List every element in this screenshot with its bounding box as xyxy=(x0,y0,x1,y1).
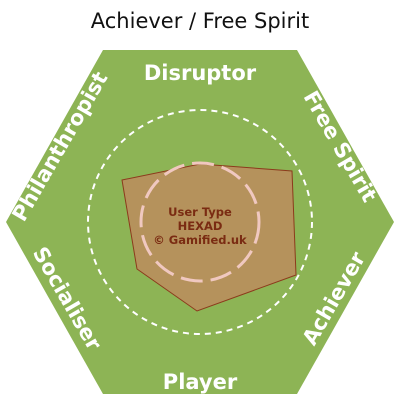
side-label-player: Player xyxy=(163,370,238,394)
side-label-disruptor: Disruptor xyxy=(144,61,257,85)
center-dashed-circle xyxy=(139,161,261,283)
page-title: Achiever / Free Spirit xyxy=(90,9,310,33)
center-text-line-2: HEXAD xyxy=(178,219,223,233)
center-text-line-3: © Gamified.uk xyxy=(153,233,247,247)
outer-dashed-circle xyxy=(87,109,313,335)
center-text-line-1: User Type xyxy=(168,205,232,219)
